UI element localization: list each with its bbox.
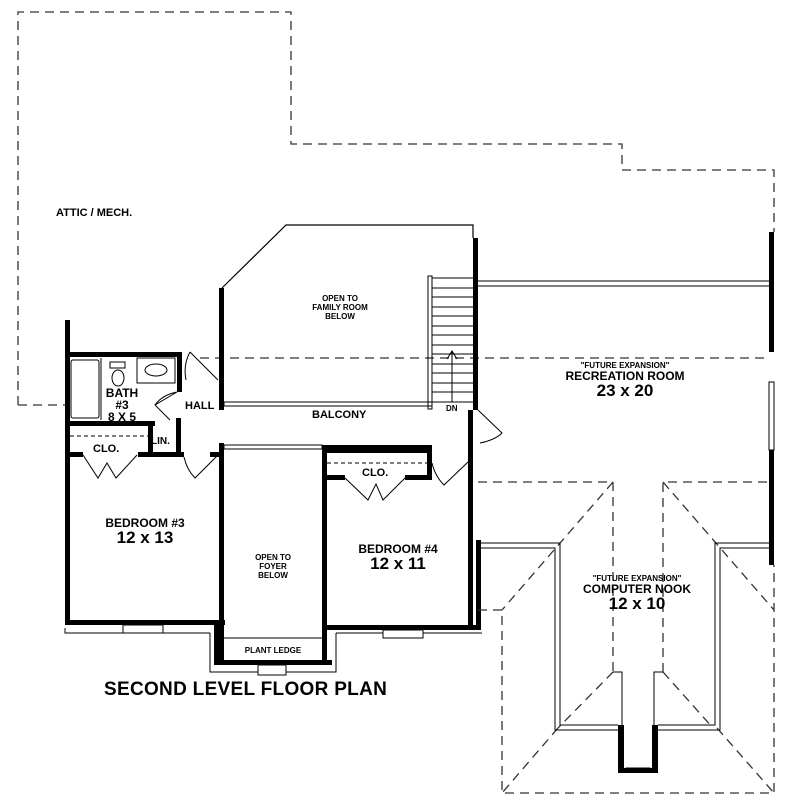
room-label-bedroom4: BEDROOM #4 12 x 11 xyxy=(333,543,463,572)
room-note: "FUTURE EXPANSION" xyxy=(580,361,670,370)
room-label-attic: ATTIC / MECH. xyxy=(56,207,133,219)
wall xyxy=(769,450,774,565)
bathtub xyxy=(70,359,100,419)
room-name: COMPUTER NOOK xyxy=(583,582,691,596)
window xyxy=(382,629,424,639)
label-line: #3 xyxy=(115,398,129,412)
stairs-dn-label: DN xyxy=(446,404,458,413)
room-label-linen: LIN. xyxy=(151,436,170,447)
wall xyxy=(65,320,70,620)
toilet-tank xyxy=(109,361,126,369)
room-label-computer-nook: "FUTURE EXPANSION" COMPUTER NOOK 12 x 10 xyxy=(567,574,707,612)
room-label-closet3: CLO. xyxy=(93,443,120,455)
room-label-recreation: "FUTURE EXPANSION" RECREATION ROOM 23 x … xyxy=(555,361,695,399)
vanity xyxy=(136,357,176,384)
label-line: OPEN TO xyxy=(255,553,291,562)
balcony-rail xyxy=(223,401,433,407)
window xyxy=(768,381,775,451)
room-note: "FUTURE EXPANSION" xyxy=(592,574,682,583)
room-name: BEDROOM #4 xyxy=(358,542,438,556)
room-label-open-family-room: OPEN TO FAMILY ROOM BELOW xyxy=(300,294,380,321)
room-dims: 12 x 10 xyxy=(608,594,666,613)
room-label-hall: HALL xyxy=(185,400,215,412)
window xyxy=(257,664,287,676)
label-line: BELOW xyxy=(258,571,288,580)
room-label-bedroom3: BEDROOM #3 12 x 13 xyxy=(80,517,210,546)
sink xyxy=(144,363,168,377)
wall xyxy=(468,410,473,630)
room-name: RECREATION ROOM xyxy=(565,369,685,383)
label-line: 8 X 5 xyxy=(107,410,137,424)
room-label-closet4: CLO. xyxy=(362,467,389,479)
wall xyxy=(473,238,478,410)
room-label-plant-ledge: PLANT LEDGE xyxy=(244,646,302,655)
wall xyxy=(219,288,224,410)
stair-rail xyxy=(427,275,433,410)
room-label-open-foyer: OPEN TO FOYER BELOW xyxy=(233,553,313,580)
label-line: FAMILY ROOM xyxy=(312,303,368,312)
toilet xyxy=(111,369,125,387)
open-family-room-outline xyxy=(221,224,474,289)
label-line: BATH xyxy=(105,386,139,400)
plan-title: SECOND LEVEL FLOOR PLAN xyxy=(104,679,388,700)
label-line: BELOW xyxy=(325,312,355,321)
room-name: BEDROOM #3 xyxy=(105,516,185,530)
room-dims: 23 x 20 xyxy=(596,381,654,400)
wall xyxy=(769,232,774,352)
room-dims: 12 x 11 xyxy=(370,554,426,573)
stair-arrow-icon xyxy=(446,350,458,402)
room-label-bath3: BATH #3 8 X 5 xyxy=(102,387,142,423)
label-line: FOYER xyxy=(259,562,287,571)
window xyxy=(122,624,164,634)
room-dims: 12 x 13 xyxy=(116,528,174,547)
room-label-balcony: BALCONY xyxy=(312,409,367,421)
computer-nook-outline xyxy=(478,481,775,794)
label-line: OPEN TO xyxy=(322,294,358,303)
attic-outline xyxy=(17,11,775,405)
